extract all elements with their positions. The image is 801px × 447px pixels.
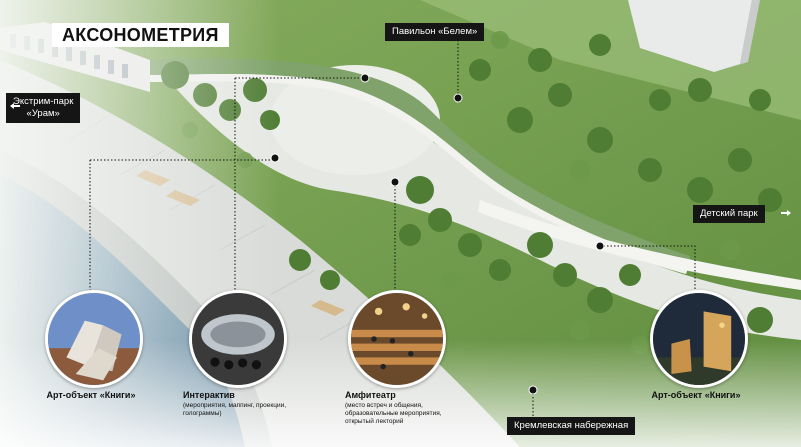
- interactive-caption: Интерактив (мероприятия, маппинг, проекц…: [183, 390, 287, 417]
- marker-dot: [595, 241, 605, 251]
- kids-park-label: Детский парк: [693, 205, 765, 223]
- marker-dot: [528, 385, 538, 395]
- embankment-label: Кремлевская набережная: [507, 417, 636, 435]
- art-books-left-photo: [45, 290, 143, 388]
- amphitheater-caption: Амфитеатр (место встреч и общения, образ…: [345, 390, 442, 425]
- marker-dot: [453, 93, 463, 103]
- amphitheater-photo: [348, 290, 446, 388]
- art-books-right-photo: [650, 290, 748, 388]
- marker-dot: [270, 153, 280, 163]
- arrow-right-icon: [781, 210, 791, 216]
- arrow-left-icon: [10, 103, 20, 109]
- marker-dot: [360, 73, 370, 83]
- interactive-photo: [189, 290, 287, 388]
- pavilion-label: Павильон «Белем»: [385, 23, 485, 41]
- page-title: АКСОНОМЕТРИЯ: [52, 23, 229, 47]
- marker-dot: [390, 177, 400, 187]
- art-books-right-caption: Арт-объект «Книги»: [651, 390, 741, 400]
- art-books-left-caption: Арт-объект «Книги»: [46, 390, 136, 400]
- extreme-park-label: Экстрим-парк «Урам»: [6, 93, 81, 123]
